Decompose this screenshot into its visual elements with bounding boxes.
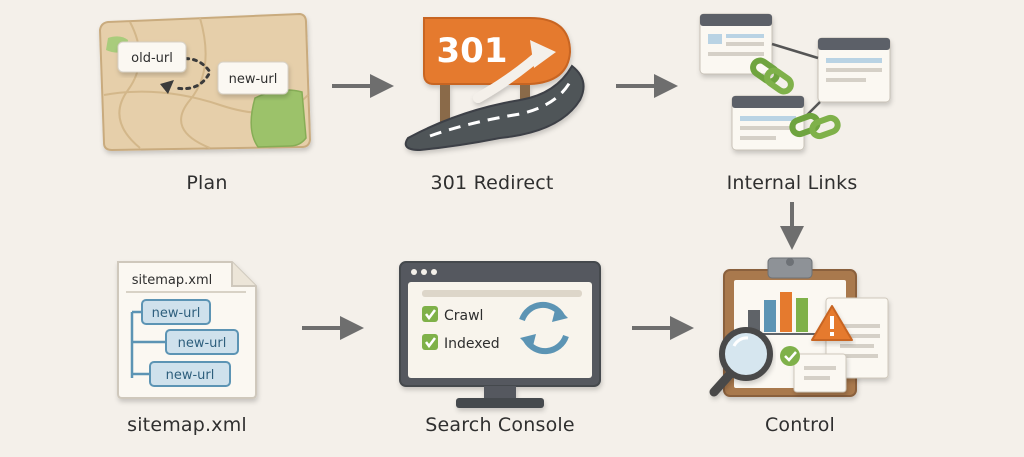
svg-text:new-url: new-url: [229, 72, 278, 87]
clipboard-report-icon: [714, 258, 888, 396]
old-url-tag: old-url: [118, 42, 186, 72]
check-box-icon: [422, 334, 438, 350]
linked-pages-icon: [700, 14, 890, 150]
svg-text:301: 301: [437, 31, 508, 71]
svg-text:new-url: new-url: [166, 368, 215, 383]
redirect-sign-icon: 301: [406, 18, 584, 150]
step-label-control: Control: [680, 414, 920, 436]
step-label-sitemap: sitemap.xml: [67, 414, 307, 436]
svg-text:sitemap.xml: sitemap.xml: [132, 273, 212, 288]
step-label-redirect: 301 Redirect: [372, 172, 612, 194]
monitor-icon: Crawl Indexed: [400, 262, 600, 408]
svg-text:old-url: old-url: [131, 51, 173, 66]
svg-text:Indexed: Indexed: [444, 336, 500, 352]
step-label-plan: Plan: [87, 172, 327, 194]
svg-text:Crawl: Crawl: [444, 308, 483, 324]
sitemap-file-icon: sitemap.xml new-url new-url new-url: [118, 262, 256, 398]
svg-text:new-url: new-url: [152, 306, 201, 321]
new-url-tag: new-url: [218, 62, 288, 94]
svg-text:new-url: new-url: [178, 336, 227, 351]
check-circle-icon: [780, 346, 800, 366]
step-label-search-console: Search Console: [380, 414, 620, 436]
step-label-internal-links: Internal Links: [672, 172, 912, 194]
check-box-icon: [422, 306, 438, 322]
